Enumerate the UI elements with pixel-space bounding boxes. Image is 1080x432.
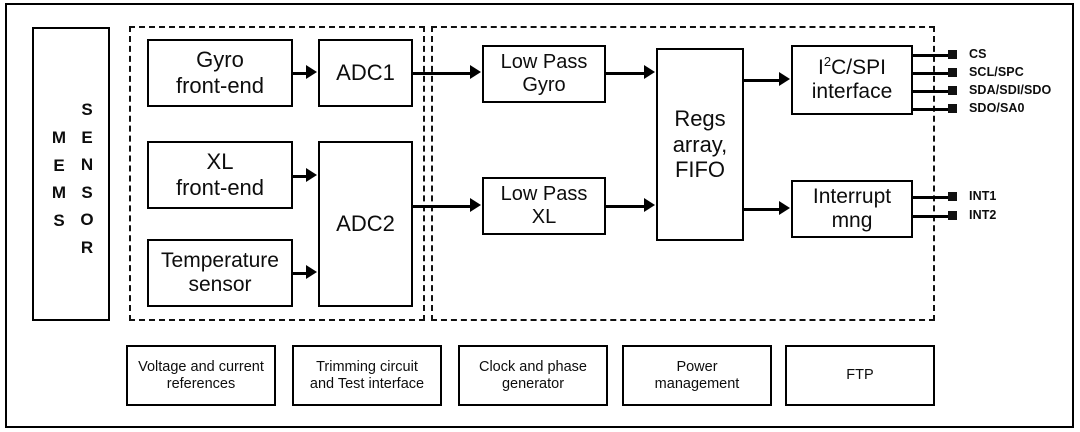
gyro-front-end-line2: front-end (175, 73, 265, 98)
pin-line-int2 (913, 215, 951, 218)
power-management-block: Power management (622, 345, 772, 406)
i2c-prefix: I (818, 55, 824, 79)
pin-pad-scl-spc (948, 68, 957, 77)
i2c-spi-interface-line2: interface (811, 80, 893, 103)
i2c-superscript: 2 (823, 53, 832, 69)
xl-front-end-line1: XL (206, 149, 234, 175)
arrowhead-regs-to-interrupt-mng (779, 201, 790, 215)
adc2-label: ADC2 (336, 211, 395, 237)
pin-label-cs: CS (969, 47, 987, 61)
connector-temp-to-adc2 (293, 272, 307, 275)
adc1-block: ADC1 (318, 39, 413, 107)
pin-line-int1 (913, 196, 951, 199)
connector-regs-to-interrupt-mng (744, 208, 780, 211)
sensor-letter-5: R (80, 237, 94, 257)
mems-sensor-column-a: M E M S (46, 124, 72, 234)
xl-front-end-line2: front-end (175, 175, 265, 200)
pin-pad-cs (948, 50, 957, 59)
i2c-spi-interface-block: I2C/SPI interface (791, 45, 913, 115)
connector-regs-to-i2c-spi (744, 79, 780, 82)
pin-line-sda-sdi-sdo (913, 90, 951, 93)
pin-line-sdo-sa0 (913, 108, 951, 111)
connector-xl-to-adc2 (293, 175, 307, 178)
mems-letter-1: E (53, 155, 65, 175)
i2c-spi-interface-line1: I2C/SPI (808, 53, 897, 80)
gyro-front-end-line1: Gyro (196, 47, 244, 73)
interrupt-mng-line2: mng (831, 209, 873, 232)
mems-letter-0: M (51, 128, 67, 147)
adc2-block: ADC2 (318, 141, 413, 307)
regs-array-fifo-block: Regs array, FIFO (656, 48, 744, 241)
low-pass-xl-block: Low Pass XL (482, 177, 606, 235)
interrupt-mng-block: Interrupt mng (791, 180, 913, 238)
pin-pad-int2 (948, 211, 957, 220)
pin-pad-sda-sdi-sdo (948, 86, 957, 95)
voltage-current-references-line1: Voltage and current (138, 358, 264, 375)
pin-pad-int1 (948, 192, 957, 201)
connector-adc2-to-low-pass-xl (413, 205, 471, 208)
arrowhead-low-pass-gyro-to-regs (644, 65, 655, 79)
interrupt-mng-line1: Interrupt (812, 184, 892, 208)
xl-front-end-block: XL front-end (147, 141, 293, 209)
ftp-block: FTP (785, 345, 935, 406)
arrowhead-temp-to-adc2 (306, 265, 317, 279)
connector-adc1-to-low-pass-gyro (413, 72, 471, 75)
trimming-test-interface-line1: Trimming circuit (316, 358, 418, 375)
connector-gyro-to-adc1 (293, 72, 307, 75)
pin-line-cs (913, 54, 951, 57)
gyro-front-end-block: Gyro front-end (147, 39, 293, 107)
pin-pad-sdo-sa0 (948, 104, 957, 113)
power-management-line1: Power (676, 358, 718, 375)
trimming-test-interface-block: Trimming circuit and Test interface (292, 345, 442, 406)
trimming-test-interface-line2: and Test interface (309, 375, 425, 392)
sensor-letter-2: N (80, 155, 94, 175)
arrowhead-xl-to-adc2 (306, 168, 317, 182)
mems-sensor-column-b: S E N S O R (74, 96, 100, 261)
low-pass-gyro-block: Low Pass Gyro (482, 45, 606, 103)
pin-line-scl-spc (913, 72, 951, 75)
pin-label-int2: INT2 (969, 208, 997, 222)
low-pass-gyro-line2: Gyro (522, 74, 566, 96)
mems-letter-2: M (51, 183, 67, 203)
regs-array-fifo-line1: Regs (674, 106, 726, 132)
pin-label-int1: INT1 (969, 189, 997, 203)
clock-phase-generator-line1: Clock and phase (478, 358, 587, 375)
power-management-line2: management (654, 375, 740, 392)
arrowhead-low-pass-xl-to-regs (644, 198, 655, 212)
sensor-letter-4: O (80, 210, 94, 230)
temperature-sensor-line2: sensor (188, 273, 252, 296)
regs-array-fifo-line3: FIFO (674, 157, 726, 183)
pin-label-sda-sdi-sdo: SDA/SDI/SDO (969, 83, 1052, 97)
sensor-letter-0: S (81, 100, 93, 119)
i2c-suffix: C/SPI (831, 55, 886, 79)
regs-array-fifo-line2: array, (672, 131, 728, 157)
connector-low-pass-gyro-to-regs (606, 72, 645, 75)
sensor-letter-1: E (81, 127, 93, 147)
analog-front-end-group (129, 26, 425, 321)
ftp-label: FTP (846, 367, 874, 384)
pin-label-scl-spc: SCL/SPC (969, 65, 1024, 79)
sensor-letter-3: S (81, 182, 93, 202)
voltage-current-references-line2: references (166, 375, 236, 392)
low-pass-gyro-line1: Low Pass (500, 50, 588, 73)
mems-sensor-block: M E M S S E N S O R (32, 27, 110, 321)
clock-phase-generator-line2: generator (501, 375, 565, 392)
arrowhead-regs-to-i2c-spi (779, 72, 790, 86)
voltage-current-references-block: Voltage and current references (126, 345, 276, 406)
adc1-label: ADC1 (336, 60, 395, 86)
temperature-sensor-block: Temperature sensor (147, 239, 293, 307)
connector-low-pass-xl-to-regs (606, 205, 645, 208)
arrowhead-gyro-to-adc1 (306, 65, 317, 79)
low-pass-xl-line2: XL (531, 206, 557, 228)
arrowhead-adc1-to-low-pass-gyro (470, 65, 481, 79)
arrowhead-adc2-to-low-pass-xl (470, 198, 481, 212)
clock-phase-generator-block: Clock and phase generator (458, 345, 608, 406)
low-pass-xl-line1: Low Pass (500, 182, 588, 205)
digital-section-group (431, 26, 935, 321)
mems-letter-3: S (53, 210, 65, 230)
temperature-sensor-line1: Temperature (161, 248, 279, 272)
pin-label-sdo-sa0: SDO/SA0 (969, 101, 1025, 115)
